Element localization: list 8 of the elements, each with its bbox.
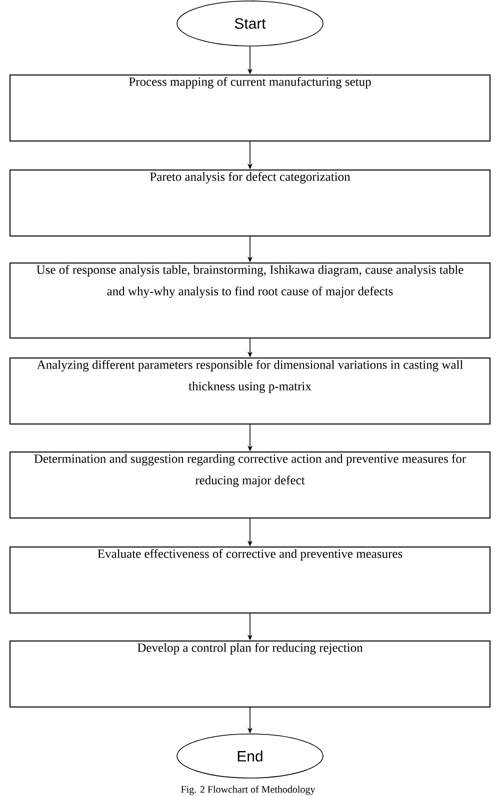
process-box: Determination and suggestion regarding corrective action and preventive measures for reducing major defect: [10, 452, 490, 518]
process-box: Analyzing different parameters responsible for dimensional variations in casting wall thickness using p-matrix: [10, 358, 490, 424]
caption: Fig. 2 Flowchart of Methodology: [181, 786, 316, 795]
process-box: Pareto analysis for defect categorization: [10, 170, 490, 236]
process-box: Use of response analysis table, brainstorming, Ishikawa diagram, cause analysis table and why-why analysis to find root cause of major defects: [10, 262, 490, 338]
process-box: Evaluate effectiveness of corrective and preventive measures: [10, 546, 490, 614]
process-box: Process mapping of current manufacturing setup: [10, 74, 490, 142]
process-box: Develop a control plan for reducing rejection: [10, 640, 490, 708]
